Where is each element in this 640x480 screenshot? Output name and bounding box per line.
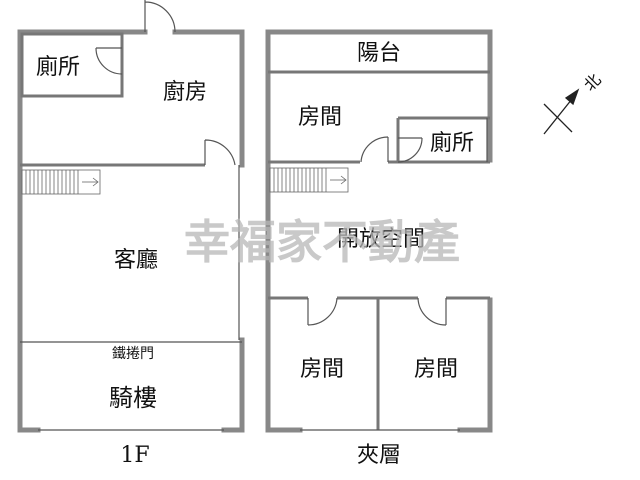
label-rolling-shutter: 鐵捲門 — [112, 345, 154, 362]
room-label-balcony: 陽台 — [357, 41, 401, 66]
floor-caption-mezzanine: 夾層 — [357, 443, 401, 468]
interior-lines-1f — [20, 0, 242, 431]
plan-1f: 廁所 廚房 客廳 鐵捲門 騎樓 1F — [17, 0, 245, 468]
north-arrow-icon: 北 — [543, 70, 605, 135]
compass-label: 北 — [580, 70, 605, 95]
room-label-living-room: 客廳 — [114, 248, 158, 273]
room-label-toilet-mezzanine: 廁所 — [430, 131, 474, 156]
plan-mezzanine: 陽台 房間 廁所 開放空間 房間 房間 夾層 — [265, 29, 493, 468]
room-label-bedroom-left: 房間 — [300, 357, 344, 382]
interior-lines-mezzanine — [268, 70, 490, 431]
walls-mezzanine — [265, 29, 493, 433]
watermark-text: 幸福家不動產 — [184, 215, 460, 269]
stair-1f — [21, 169, 101, 195]
walls-1f — [17, 29, 245, 433]
room-label-bedroom-top: 房間 — [298, 105, 342, 130]
room-label-bedroom-right: 房間 — [414, 357, 458, 382]
room-label-toilet-1f: 廁所 — [36, 55, 80, 80]
room-label-kitchen: 廚房 — [163, 80, 207, 105]
room-label-arcade: 騎樓 — [109, 384, 157, 412]
stair-mezzanine — [269, 167, 349, 193]
room-label-open-space: 開放空間 — [337, 227, 425, 252]
floor-caption-1f: 1F — [120, 443, 149, 468]
